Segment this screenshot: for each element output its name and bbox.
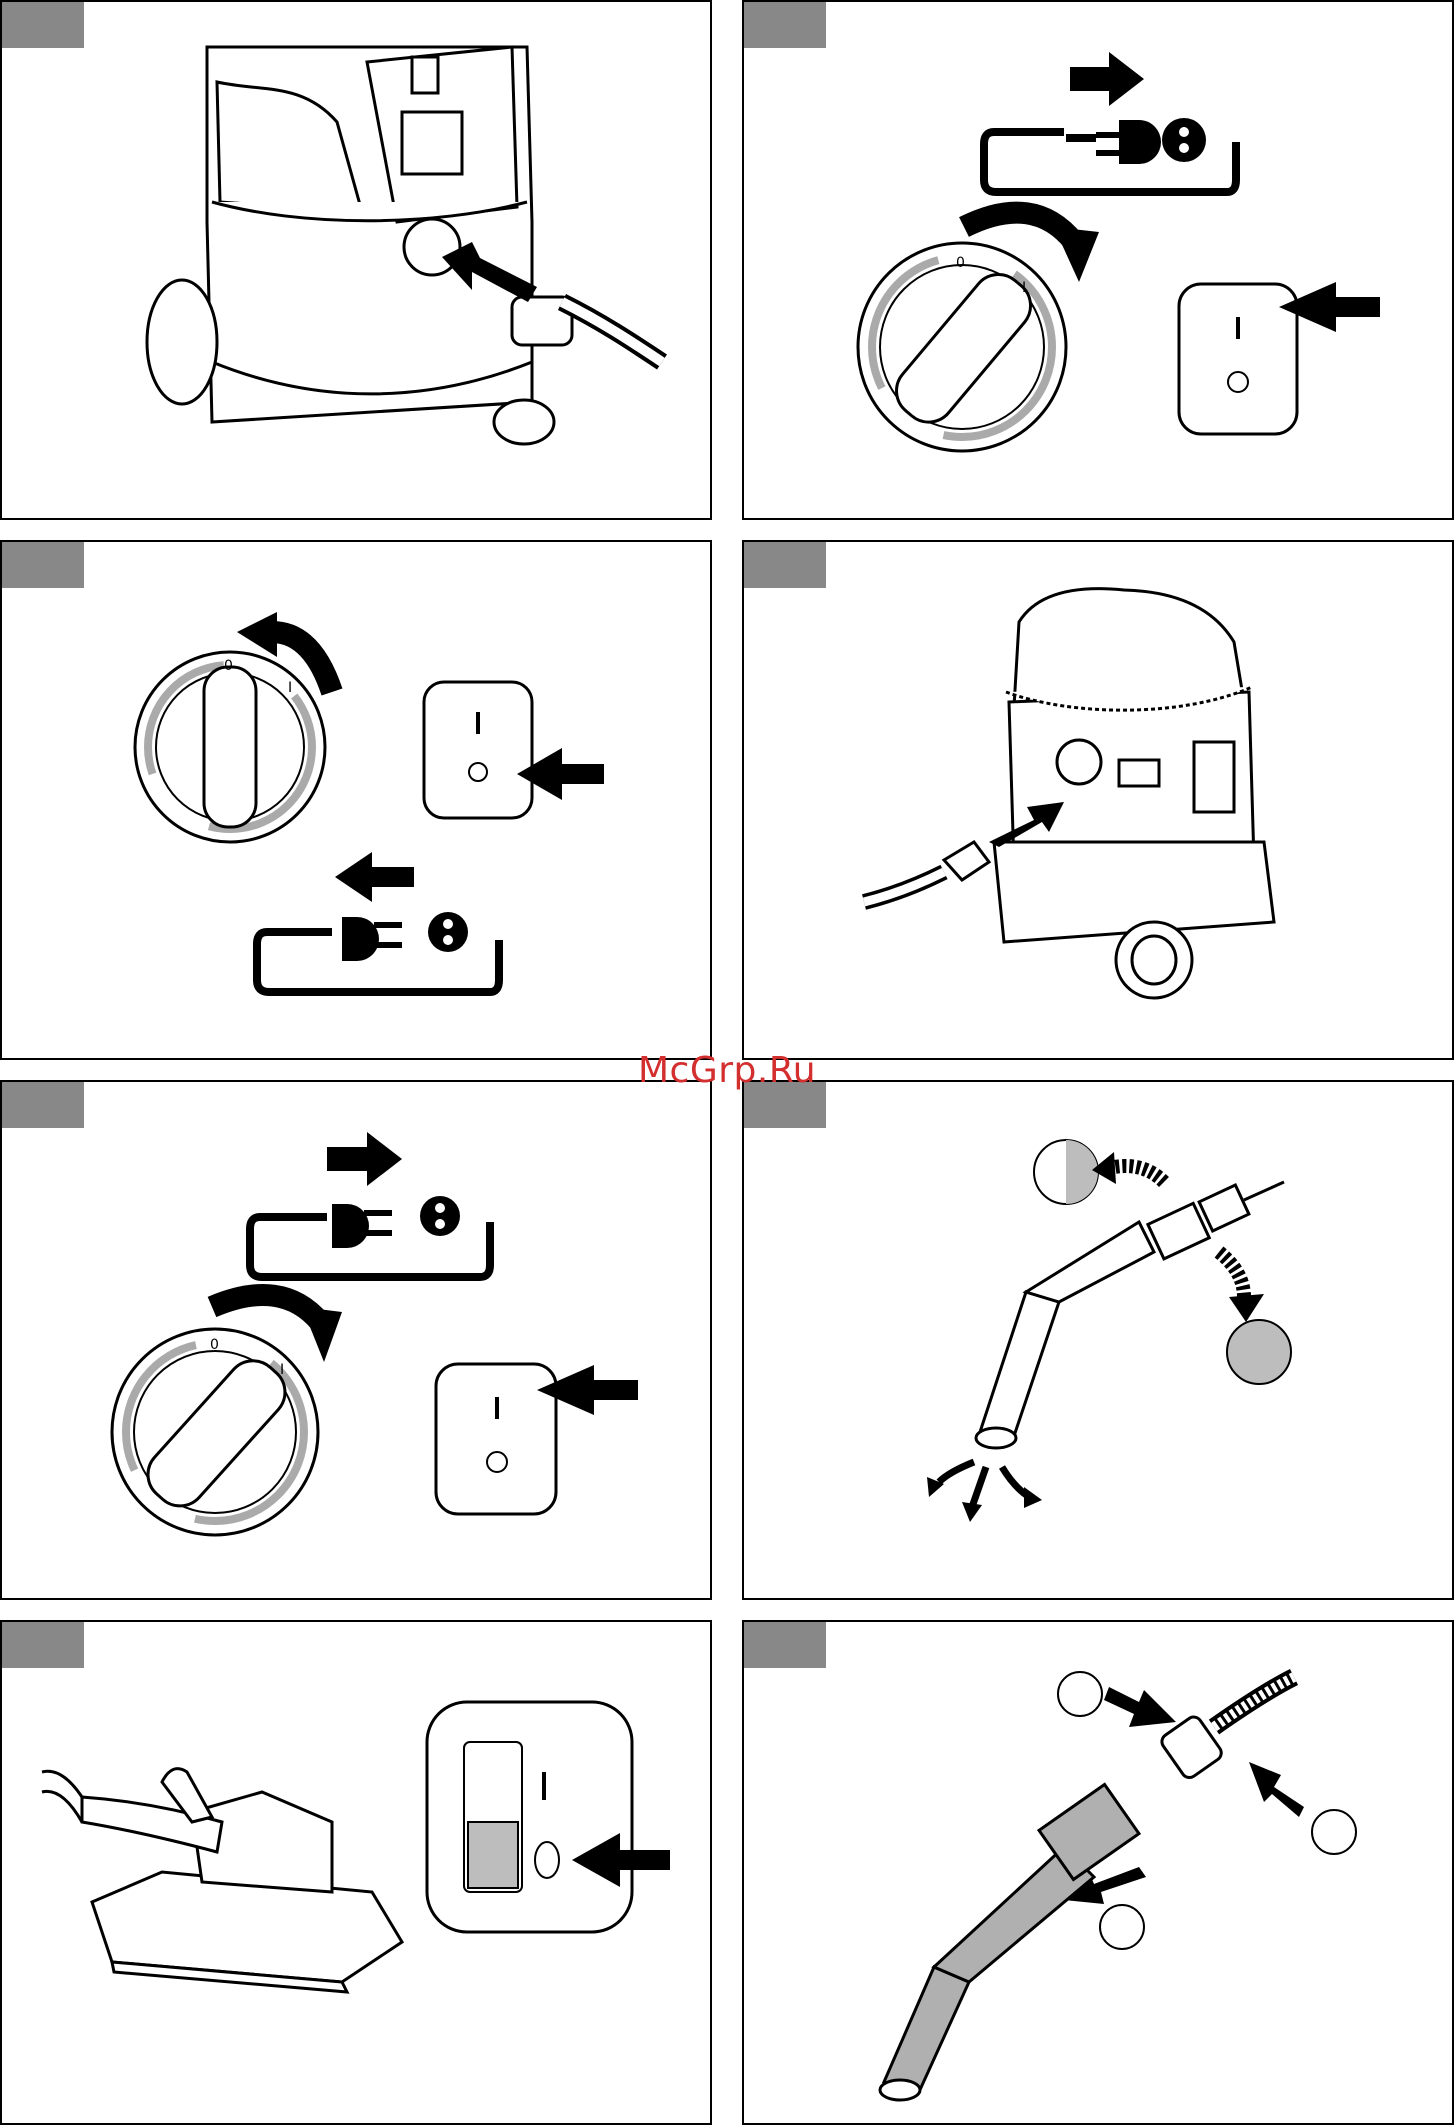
- watermark: McGrp.Ru: [638, 1050, 816, 1091]
- arrow-icon: [335, 852, 414, 902]
- arrow-icon: [1114, 1166, 1164, 1182]
- power-switch-icon: [424, 682, 532, 818]
- suction-tube-icon: [976, 1182, 1284, 1448]
- dial-off-mark: 0: [224, 658, 233, 674]
- panel-5: 0 I: [0, 1080, 712, 1600]
- dial-off-mark: 0: [210, 1337, 219, 1353]
- dial-on-mark: I: [288, 680, 292, 696]
- power-plug-icon: [1066, 120, 1161, 164]
- power-tool-icon: [42, 1769, 402, 1992]
- suction-tube-icon: [880, 1784, 1139, 2100]
- hose-icon: [1159, 1677, 1294, 1781]
- panel-4: [742, 540, 1454, 1060]
- panel-2: 0 I: [742, 0, 1454, 520]
- power-switch-icon: [436, 1364, 556, 1514]
- power-switch-icon: [1179, 284, 1297, 434]
- vacuum-cleaner-icon: [2, 2, 710, 518]
- power-plug-icon: [332, 1204, 392, 1248]
- arrow-icon: [1219, 1252, 1244, 1297]
- panel-7: [0, 1620, 712, 2125]
- airflow-icon: [927, 1462, 1042, 1522]
- rotary-dial-icon: 0 I: [135, 652, 325, 842]
- power-plug-icon: [342, 917, 402, 961]
- arrow-icon: [327, 1132, 402, 1186]
- panel-6: [742, 1080, 1454, 1600]
- rotary-dial-icon: 0 I: [858, 243, 1066, 451]
- rotary-dial-icon: 0 I: [112, 1329, 318, 1535]
- arrow-icon: [1249, 1762, 1304, 1817]
- panel-3: 0 I: [0, 540, 712, 1060]
- power-switch-icon: [427, 1702, 632, 1932]
- vacuum-cleaner-icon: [744, 542, 1452, 1058]
- panel-1: [0, 0, 712, 520]
- arrow-icon: [1070, 52, 1144, 106]
- arrow-icon: [1104, 1687, 1176, 1727]
- panel-8: [742, 1620, 1454, 2125]
- dial-on-mark: I: [1022, 280, 1026, 296]
- dial-on-mark: I: [280, 1362, 284, 1378]
- dial-off-mark: 0: [956, 255, 965, 271]
